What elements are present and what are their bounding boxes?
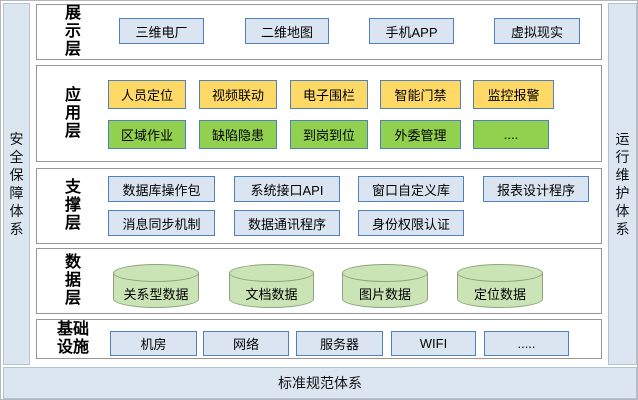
data-cylinder: 文档数据	[229, 264, 314, 308]
application-box: 到岗到位	[290, 120, 368, 149]
presentation-box: 虚拟现实	[494, 18, 580, 44]
infrastructure-box: WIFI	[391, 331, 476, 356]
layer-application: 应用层 人员定位 视频联动 电子围栏 智能门禁 监控报警 区域作业 缺陷隐患 到…	[36, 65, 602, 162]
application-box: ....	[473, 120, 549, 149]
layer-presentation: 展示层 三维电厂 二维地图 手机APP 虚拟现实	[36, 4, 602, 60]
cylinder-top-shape	[113, 264, 199, 282]
application-box: 外委管理	[380, 120, 461, 149]
layer-support: 支撑层 数据库操作包 系统接口API 窗口自定义库 报表设计程序 消息同步机制 …	[36, 168, 602, 244]
cylinder-label: 关系型数据	[123, 287, 189, 302]
support-box: 数据通讯程序	[234, 210, 340, 236]
operation-maintenance-band-inner: 运行维护体系	[609, 4, 636, 364]
security-assurance-band: 安全保障体系	[3, 3, 30, 365]
layer-label-application: 应用层	[64, 86, 81, 140]
data-cylinder: 关系型数据	[113, 264, 199, 308]
cylinder-label: 定位数据	[473, 287, 526, 302]
support-box: 身份权限认证	[358, 210, 464, 236]
layer-label-data: 数据层	[64, 254, 81, 307]
application-box: 区域作业	[108, 120, 186, 149]
presentation-box: 三维电厂	[119, 18, 204, 44]
standards-band: 标准规范体系	[3, 367, 637, 399]
infrastructure-box: 机房	[110, 331, 197, 356]
cylinder-top-shape	[229, 264, 314, 282]
support-box: 消息同步机制	[108, 210, 215, 236]
application-box: 视频联动	[199, 80, 277, 109]
cylinder-label: 文档数据	[245, 287, 298, 302]
layer-label-infrastructure: 基础设施	[56, 321, 89, 356]
support-box: 数据库操作包	[108, 176, 215, 202]
cylinder-label: 图片数据	[358, 287, 411, 302]
presentation-box: 手机APP	[369, 18, 454, 44]
application-box: 缺陷隐患	[199, 120, 277, 149]
layer-label-presentation: 展示层	[64, 5, 81, 58]
layer-label-support: 支撑层	[64, 179, 81, 232]
data-cylinder: 定位数据	[457, 264, 543, 308]
application-box: 智能门禁	[380, 80, 461, 109]
application-box: 监控报警	[473, 80, 554, 109]
support-box: 系统接口API	[234, 176, 340, 202]
standards-label: 标准规范体系	[278, 375, 362, 391]
operation-maintenance-band: 运行维护体系	[608, 3, 637, 365]
presentation-box: 二维地图	[245, 18, 329, 44]
infrastructure-box: 网络	[203, 331, 289, 356]
infrastructure-box: 服务器	[296, 331, 383, 356]
layer-data: 数据层 关系型数据 文档数据 图片数据 定位数据	[36, 248, 602, 314]
security-assurance-band-inner: 安全保障体系	[4, 4, 29, 364]
operation-maintenance-label: 运行维护体系	[615, 131, 630, 237]
support-box: 报表设计程序	[483, 176, 589, 202]
application-box: 电子围栏	[290, 80, 368, 109]
security-assurance-label: 安全保障体系	[9, 131, 24, 237]
infrastructure-box: .....	[484, 331, 569, 356]
layer-infrastructure: 基础设施 机房 网络 服务器 WIFI .....	[36, 319, 602, 359]
support-box: 窗口自定义库	[358, 176, 464, 202]
application-box: 人员定位	[108, 80, 186, 109]
data-cylinder: 图片数据	[342, 264, 428, 308]
cylinder-top-shape	[342, 264, 428, 282]
cylinder-top-shape	[457, 264, 543, 282]
